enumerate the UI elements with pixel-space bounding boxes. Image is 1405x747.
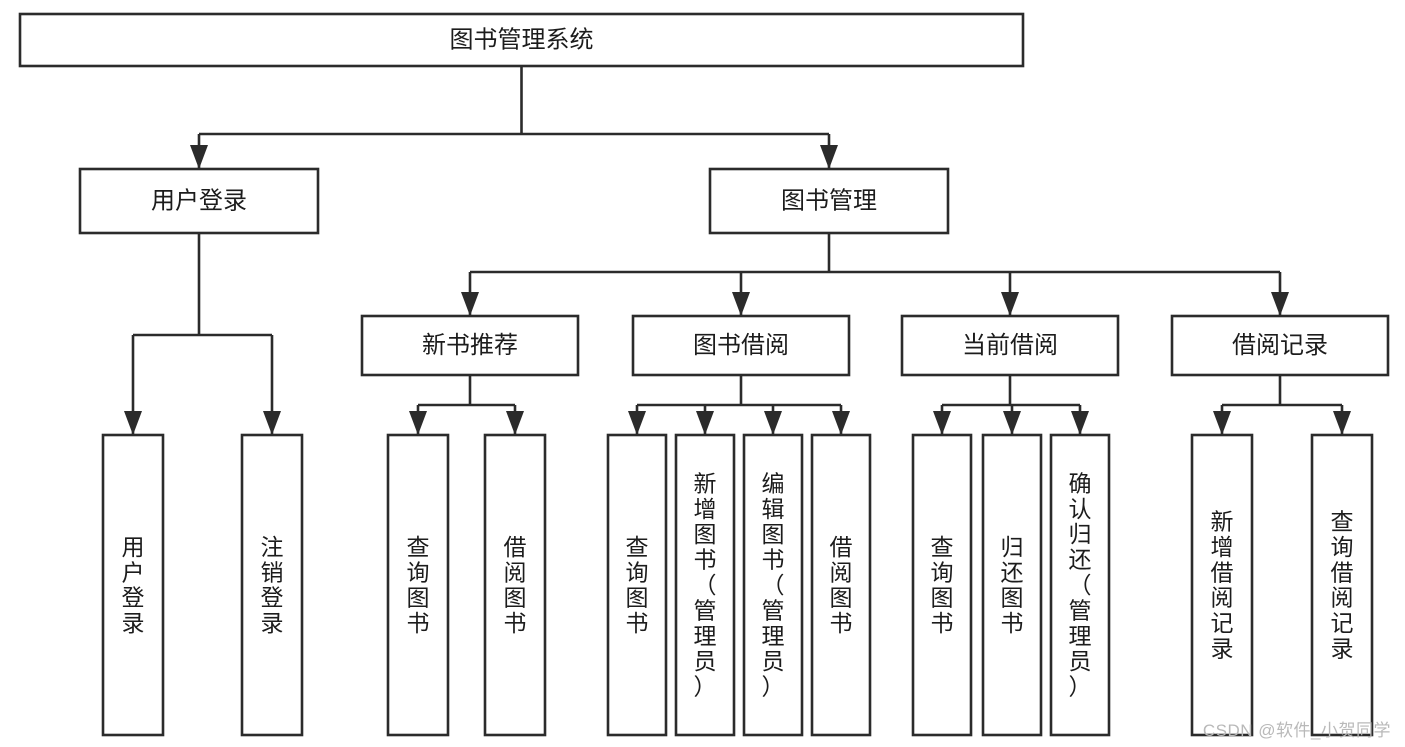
node-box-cb-query[interactable] [911,433,973,737]
node-bb-edit[interactable]: 编辑图书（管理员） [742,433,804,737]
node-label-book-manage: 图书管理 [781,187,877,214]
arrow-head-icon [764,411,782,435]
node-label-user-login: 用户登录 [151,187,247,214]
node-nb-query[interactable]: 查询图书 [386,433,450,737]
node-label-root: 图书管理系统 [450,26,594,53]
arrow-head-icon [1271,292,1289,316]
arrow-head-icon [124,411,142,435]
arrow-head-icon [696,411,714,435]
node-box-current-borrow[interactable] [900,314,1120,377]
arrow-head-icon [190,145,208,169]
arrow-head-icon [628,411,646,435]
node-bb-add[interactable]: 新增图书（管理员） [674,433,736,737]
node-label-br-add: 新增借阅记录 [1211,509,1234,662]
node-cb-confirm[interactable]: 确认归还（管理员） [1049,433,1111,737]
node-book-borrow[interactable]: 图书借阅 [631,314,851,377]
node-label-nb-query: 查询图书 [407,534,430,636]
node-book-manage[interactable]: 图书管理 [708,167,950,235]
arrow-head-icon [832,411,850,435]
arrow-head-icon [933,411,951,435]
node-label-leaf-user-logout: 注销登录 [261,534,284,636]
node-leaf-user-logout[interactable]: 注销登录 [240,433,304,737]
arrow-head-icon [820,145,838,169]
node-user-login[interactable]: 用户登录 [78,167,320,235]
node-box-bb-query[interactable] [606,433,668,737]
node-label-new-book-rec: 新书推荐 [422,332,518,359]
node-br-query[interactable]: 查询借阅记录 [1310,433,1374,737]
node-label-cb-return: 归还图书 [1001,534,1024,636]
node-label-cb-confirm: 确认归还（管理员） [1069,470,1092,699]
node-box-bb-borrow[interactable] [810,433,872,737]
node-box-br-query[interactable] [1310,433,1374,737]
node-label-bb-edit: 编辑图书（管理员） [762,470,785,699]
node-label-bb-add: 新增图书（管理员） [694,470,717,699]
node-box-cb-confirm[interactable] [1049,433,1111,737]
node-new-book-rec[interactable]: 新书推荐 [360,314,580,377]
node-boxes-layer: 图书管理系统用户登录图书管理新书推荐图书借阅当前借阅借阅记录用户登录注销登录查询… [18,12,1390,737]
arrow-head-icon [1213,411,1231,435]
node-box-user-login[interactable] [78,167,320,235]
node-box-leaf-user-login[interactable] [101,433,165,737]
node-bb-query[interactable]: 查询图书 [606,433,668,737]
node-cb-return[interactable]: 归还图书 [981,433,1043,737]
node-leaf-user-login[interactable]: 用户登录 [101,433,165,737]
node-bb-borrow[interactable]: 借阅图书 [810,433,872,737]
csdn-watermark: CSDN @软件_小贺同学 [1202,721,1391,740]
node-cb-query[interactable]: 查询图书 [911,433,973,737]
arrow-head-icon [409,411,427,435]
node-label-nb-borrow: 借阅图书 [504,534,527,636]
node-box-nb-borrow[interactable] [483,433,547,737]
node-box-bb-edit[interactable] [742,433,804,737]
node-br-add[interactable]: 新增借阅记录 [1190,433,1254,737]
arrow-head-icon [732,292,750,316]
node-label-br-query: 查询借阅记录 [1331,509,1354,662]
arrow-head-icon [1071,411,1089,435]
node-box-book-borrow[interactable] [631,314,851,377]
arrow-head-icon [461,292,479,316]
node-box-nb-query[interactable] [386,433,450,737]
node-label-book-borrow: 图书借阅 [693,332,789,359]
node-box-new-book-rec[interactable] [360,314,580,377]
node-box-bb-add[interactable] [674,433,736,737]
node-box-leaf-user-logout[interactable] [240,433,304,737]
arrow-head-icon [1001,292,1019,316]
node-box-book-manage[interactable] [708,167,950,235]
node-current-borrow[interactable]: 当前借阅 [900,314,1120,377]
node-label-bb-borrow: 借阅图书 [830,534,853,636]
node-root[interactable]: 图书管理系统 [18,12,1025,68]
node-label-cb-query: 查询图书 [931,534,954,636]
node-box-borrow-record[interactable] [1170,314,1390,377]
node-label-bb-query: 查询图书 [626,534,649,636]
arrow-head-icon [263,411,281,435]
node-nb-borrow[interactable]: 借阅图书 [483,433,547,737]
arrow-head-icon [1333,411,1351,435]
node-box-root[interactable] [18,12,1025,68]
arrow-head-icon [1003,411,1021,435]
node-box-br-add[interactable] [1190,433,1254,737]
node-box-cb-return[interactable] [981,433,1043,737]
node-label-borrow-record: 借阅记录 [1232,332,1328,359]
arrow-head-icon [506,411,524,435]
node-label-leaf-user-login: 用户登录 [122,534,145,636]
connector-links-layer [124,66,1351,435]
node-borrow-record[interactable]: 借阅记录 [1170,314,1390,377]
node-label-current-borrow: 当前借阅 [962,332,1058,359]
